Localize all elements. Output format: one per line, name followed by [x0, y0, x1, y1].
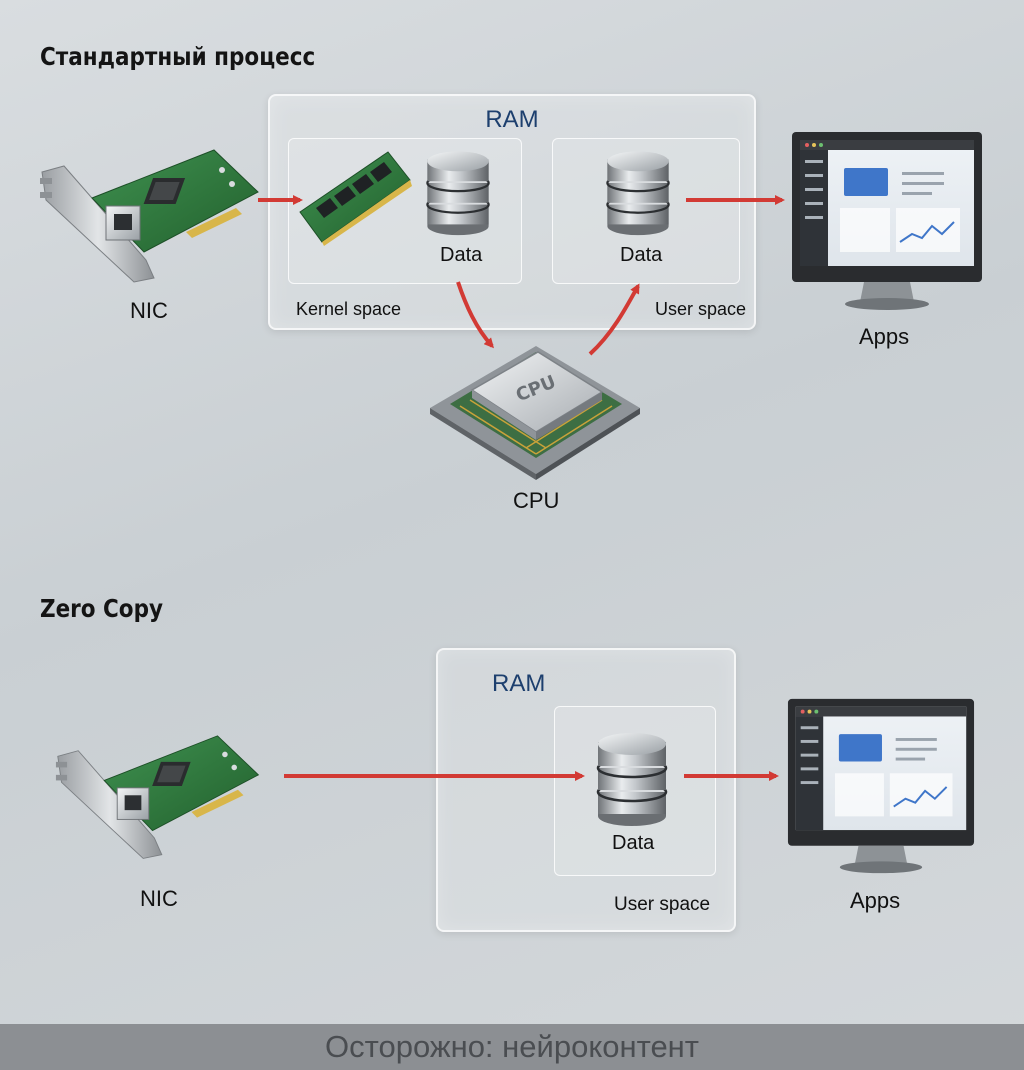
zero-copy-user-space-label: User space [614, 894, 711, 915]
monitor-icon [792, 132, 982, 310]
standard-nic-label: NIC [130, 298, 168, 323]
zero-copy-nic-label: NIC [140, 886, 178, 911]
standard-ram-label: RAM [485, 106, 539, 133]
zero-copy-ram-label: RAM [492, 670, 546, 697]
zero-copy-data-label: Data [612, 832, 655, 854]
kernel-space-label: Kernel space [296, 299, 402, 319]
data-user-label: Data [620, 244, 663, 266]
standard-apps-label: Apps [859, 324, 910, 349]
arrow-kernel-to-cpu [456, 281, 494, 349]
standard-arrows [258, 195, 785, 356]
ram-module-icon [299, 151, 412, 246]
cpu-label: CPU [513, 488, 560, 513]
nic-card-icon [55, 735, 260, 859]
zero-copy-apps-label: Apps [850, 888, 901, 913]
footer-banner: Осторожно: нейроконтент [0, 1024, 1024, 1070]
zero-copy-arrows [284, 771, 779, 781]
nic-card-icon [40, 149, 259, 283]
arrow-cpu-to-user [588, 283, 640, 356]
monitor-icon [787, 698, 975, 874]
data-kernel-label: Data [440, 244, 483, 266]
zero-copy-title: Zero Copy [40, 594, 163, 623]
standard-title: Стандартный процесс [40, 42, 316, 71]
cpu-chip-icon: CPU [430, 346, 640, 480]
user-space-label: User space [655, 299, 747, 319]
footer-text: Осторожно: нейроконтент [325, 1029, 699, 1064]
